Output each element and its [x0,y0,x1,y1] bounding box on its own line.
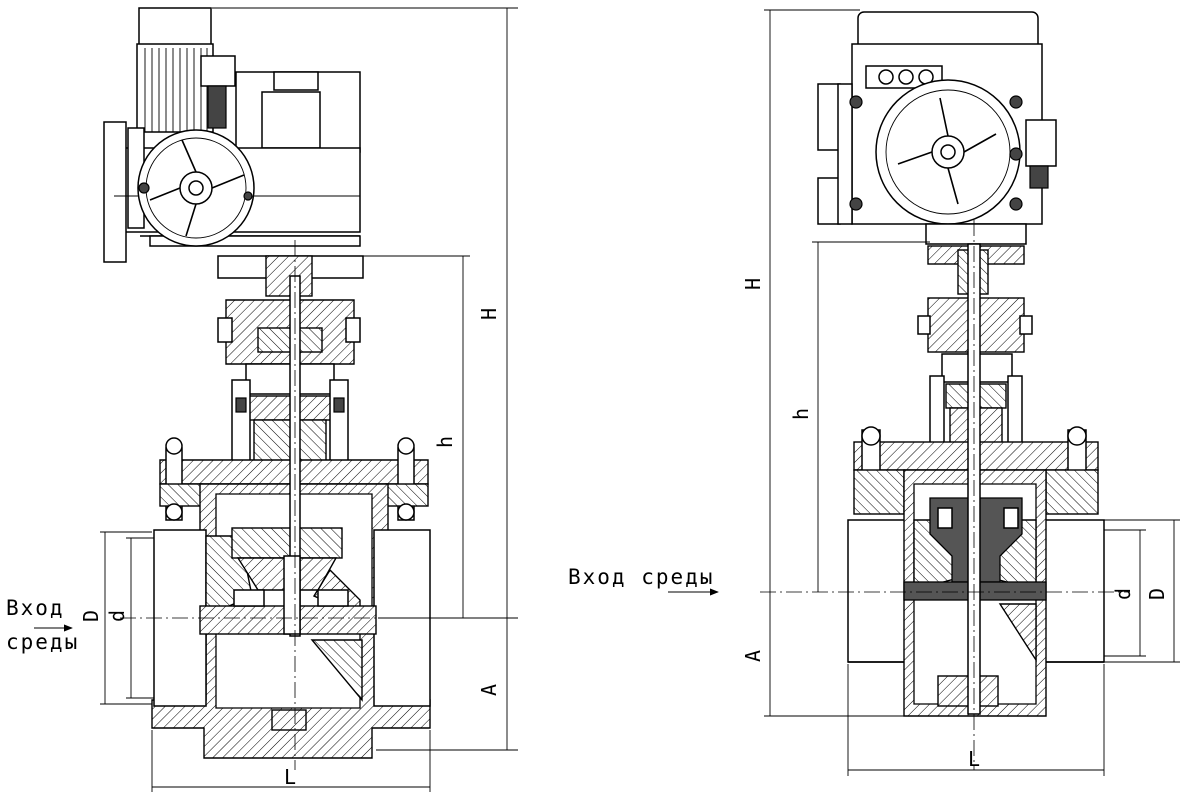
left-dim-h: h [433,436,457,448]
right-inlet-label: Вход среды [568,565,714,589]
right-dim-L: L [968,747,980,771]
left-handwheel [137,129,255,247]
right-valve-view [760,11,1130,770]
right-dim-H: H [741,278,765,290]
left-dim-D: D [79,610,103,622]
left-dim-A: A [477,684,501,696]
right-dimensions [764,9,1180,776]
left-inlet-label-2: среды [6,630,79,654]
right-bonnet-flange [853,426,1099,515]
left-dim-d: d [105,610,129,622]
right-handwheel [849,79,1023,225]
left-coupling [265,255,313,297]
left-dim-H: H [477,308,501,320]
right-dim-D: D [1145,588,1169,600]
left-electric-motor [136,7,236,133]
left-dim-L: L [284,765,296,789]
left-valve-view [103,7,470,770]
left-inlet-label-1: Вход [6,596,65,620]
left-dimensions [100,7,518,792]
right-dim-A: A [741,650,765,662]
right-dim-d: d [1111,588,1135,600]
right-dim-h: h [789,408,813,420]
